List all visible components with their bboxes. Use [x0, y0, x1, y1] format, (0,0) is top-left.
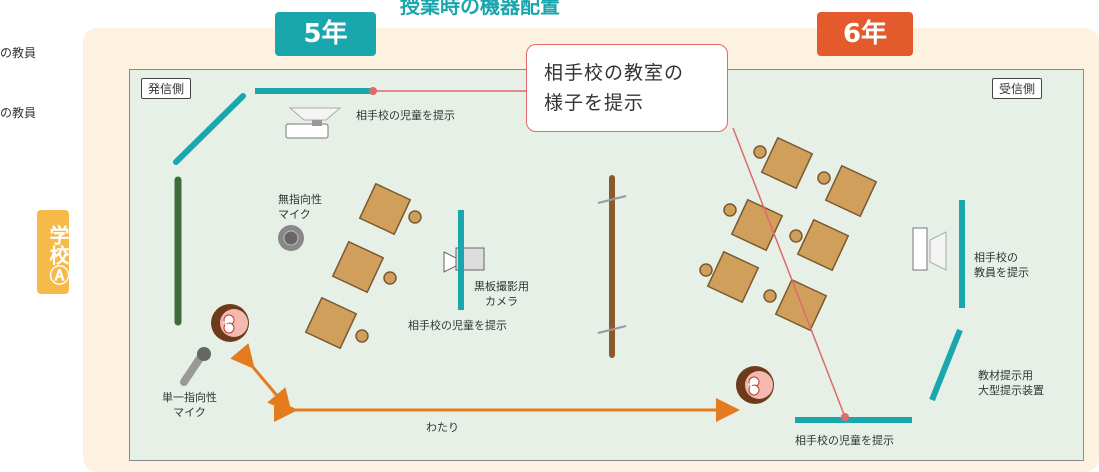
callout-line-bottom — [732, 127, 846, 418]
school-tag: 学校Ⓐ — [37, 210, 70, 294]
grade6-desks — [699, 136, 878, 332]
projector-icon — [285, 107, 342, 139]
sender-side-label: 発信側 — [141, 78, 192, 99]
right-teacher-display-label: 相手校の教員を提示 — [974, 251, 1029, 279]
middle-display-label: 相手校の児童を提示 — [408, 319, 507, 332]
teacher-a-badge: T — [223, 321, 230, 331]
grade-5-badge: 5年 — [275, 12, 376, 56]
callout-line2: 様子を提示 — [544, 92, 645, 114]
material-display-label: 教材提示用大型提示装置 — [978, 369, 1044, 397]
uni-mic-icon — [180, 347, 211, 386]
teacher-move-arrow — [230, 343, 292, 414]
grade5-desks — [304, 182, 422, 350]
material-display-screen — [929, 328, 963, 402]
top-display-label: 相手校の児童を提示 — [356, 109, 455, 122]
teacher-b-badge: T — [748, 383, 755, 393]
bottom-display-label: 相手校の児童を提示 — [795, 434, 894, 447]
legend-teacher-b: の教員 — [0, 106, 37, 120]
uni-mic-label: 単一指向性マイク — [162, 391, 217, 419]
watari-label: わたり — [426, 421, 459, 434]
board-camera-label: 黒板撮影用カメラ — [474, 280, 529, 308]
omni-mic-icon — [278, 225, 304, 251]
diagram-title: 授業時の機器配置 — [400, 0, 560, 18]
teacher-a-icon — [211, 304, 249, 342]
right-projector-icon — [912, 227, 947, 271]
callout-box: 相手校の教室の 様子を提示 — [526, 44, 728, 132]
left-corner-display — [173, 93, 246, 165]
teacher-b-icon — [736, 366, 774, 404]
receiver-side-label: 受信側 — [992, 78, 1043, 99]
legend-teacher-a: の教員 — [0, 46, 37, 60]
omni-mic-label: 無指向性マイク — [278, 193, 322, 221]
callout-line1: 相手校の教室の — [544, 62, 685, 84]
grade-6-badge: 6年 — [817, 12, 913, 56]
